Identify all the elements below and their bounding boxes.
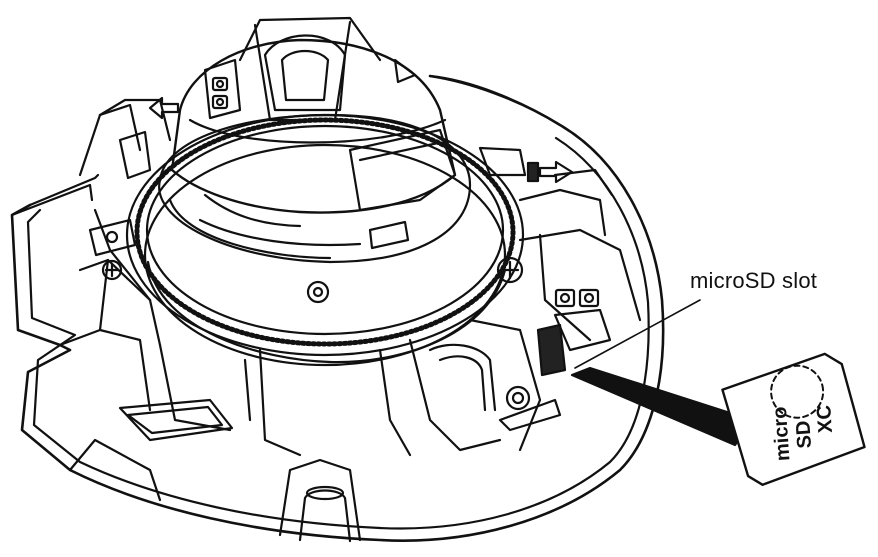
arrow-right-icon [526, 160, 574, 184]
insertion-beam [570, 366, 754, 447]
screw-icon [101, 256, 524, 304]
housing-base [10, 74, 665, 543]
svg-text:SD: SD [792, 420, 816, 449]
arrow-left-icon [148, 96, 180, 120]
microsd-slot-label: microSD slot [690, 268, 818, 293]
card-logo-text: micro [769, 406, 795, 462]
gear-ring [125, 113, 525, 367]
lens-module [158, 16, 472, 264]
callout-leader-line [574, 299, 701, 369]
microsd-card-icon: micro SD XC [721, 352, 866, 487]
svg-text:XC: XC [813, 404, 837, 433]
